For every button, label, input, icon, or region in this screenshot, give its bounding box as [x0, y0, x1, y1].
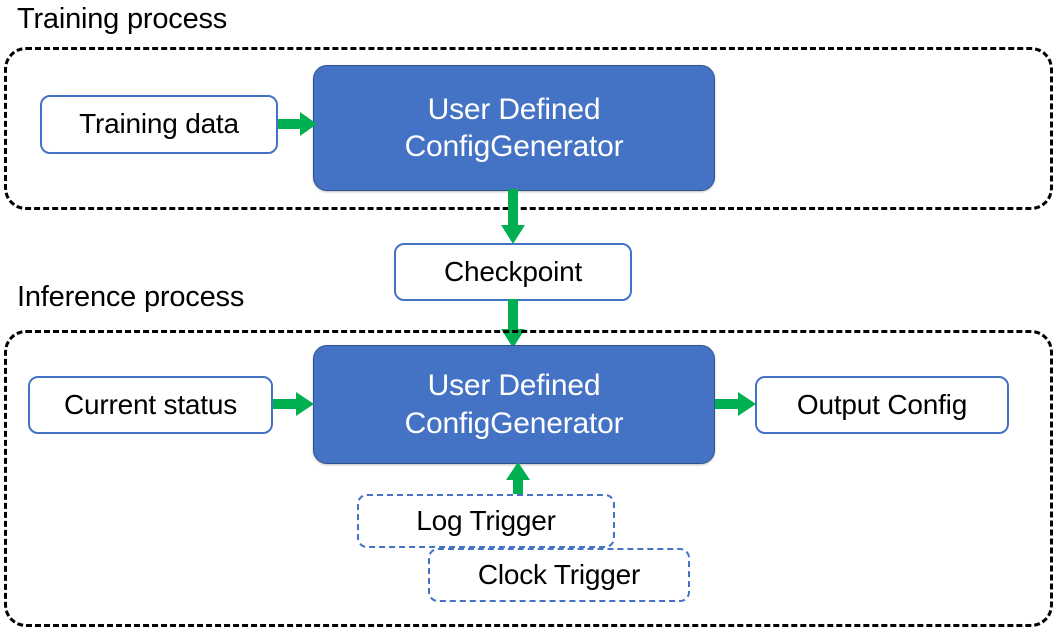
node-checkpoint[interactable]: Checkpoint: [394, 243, 632, 301]
arrow-triggers-to-generator-icon: [505, 462, 531, 498]
generator-label-line1: User Defined: [427, 92, 601, 126]
generator-label-line2: ConfigGenerator: [404, 406, 624, 440]
arrow-generator-to-output-config-icon: [715, 391, 757, 417]
generator-label-line2: ConfigGenerator: [404, 130, 624, 163]
node-log-trigger[interactable]: Log Trigger: [357, 494, 615, 548]
arrow-training-data-to-generator-icon: [278, 111, 318, 137]
node-clock-trigger[interactable]: Clock Trigger: [428, 548, 690, 602]
training-process-title: Training process: [17, 3, 228, 35]
node-output-config[interactable]: Output Config: [755, 376, 1009, 434]
node-current-status[interactable]: Current status: [28, 376, 273, 434]
arrow-checkpoint-to-generator-icon: [500, 299, 526, 349]
arrow-current-status-to-generator-icon: [273, 391, 315, 417]
training-process-container: [4, 47, 1053, 210]
node-training-data[interactable]: Training data: [40, 95, 278, 154]
node-user-defined-configgenerator-training[interactable]: User Defined ConfigGenerator: [313, 65, 715, 191]
arrow-generator-to-checkpoint-icon: [500, 189, 526, 245]
inference-process-title: Inference process: [17, 281, 245, 313]
inference-process-container: [4, 330, 1053, 627]
node-user-defined-configgenerator-inference[interactable]: User Defined ConfigGenerator: [313, 345, 715, 464]
generator-label-line1: User Defined: [427, 369, 601, 402]
